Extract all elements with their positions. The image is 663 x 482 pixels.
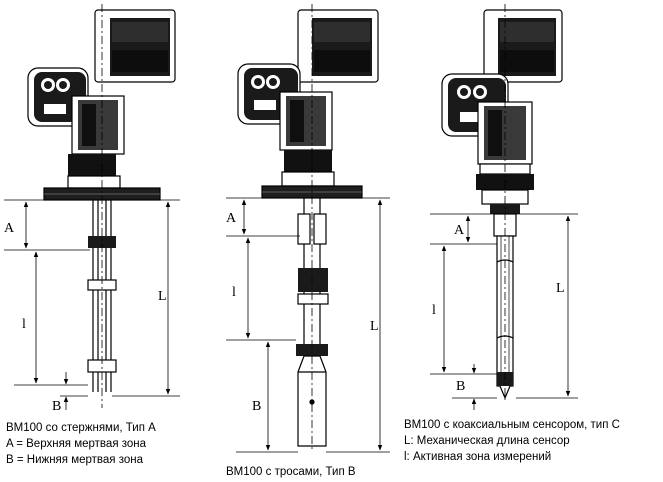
instrument-type-a xyxy=(4,4,180,410)
dim-label-b-lower: B xyxy=(252,399,261,414)
caption-type-b-title: BM100 с тросами, Тип B xyxy=(226,466,356,478)
dim-label-c-length: L xyxy=(556,281,565,296)
caption-type-c: BM100 с коаксиальным сенсором, тип C L: … xyxy=(404,417,620,465)
dim-label-c-active: l xyxy=(432,303,436,318)
caption-type-c-title: BM100 с коаксиальным сенсором, тип C xyxy=(404,419,620,431)
instrument-type-c xyxy=(430,4,578,410)
dim-label-a-upper: A xyxy=(4,221,15,236)
caption-type-a-title: BM100 со стержнями, Тип А xyxy=(6,422,156,434)
caption-type-b: BM100 с тросами, Тип B xyxy=(226,464,356,480)
dim-label-a-length: L xyxy=(158,289,167,304)
caption-type-a-upper-dead-zone: A = Верхняя мертвая зона xyxy=(6,438,147,450)
caption-type-c-active-zone: l: Активная зона измерений xyxy=(404,451,552,463)
terminal-box-a xyxy=(27,67,89,127)
dim-label-b-upper: A xyxy=(226,211,237,226)
coaxial-probe-c xyxy=(493,213,517,400)
caption-type-a: BM100 со стержнями, Тип А A = Верхняя ме… xyxy=(6,420,156,468)
electronics-housing-c xyxy=(483,9,563,83)
dim-label-c-upper: A xyxy=(454,223,465,238)
instrument-type-b xyxy=(226,4,390,453)
dimension-lines-c xyxy=(430,213,578,410)
electronics-housing-b xyxy=(297,9,379,83)
dimension-lines-b xyxy=(226,197,390,453)
dim-label-a-lower: B xyxy=(52,399,61,414)
dim-label-b-length: L xyxy=(370,319,379,334)
electronics-housing-a xyxy=(94,9,176,83)
dimension-lines-a xyxy=(4,199,180,410)
dim-label-c-lower: B xyxy=(456,379,465,394)
caption-type-a-lower-dead-zone: B = Нижняя мертвая зона xyxy=(6,454,143,466)
caption-type-c-length: L: Механическая длина сенсор xyxy=(404,435,570,447)
dim-label-a-active: l xyxy=(22,317,26,332)
dim-label-b-active: l xyxy=(232,285,236,300)
